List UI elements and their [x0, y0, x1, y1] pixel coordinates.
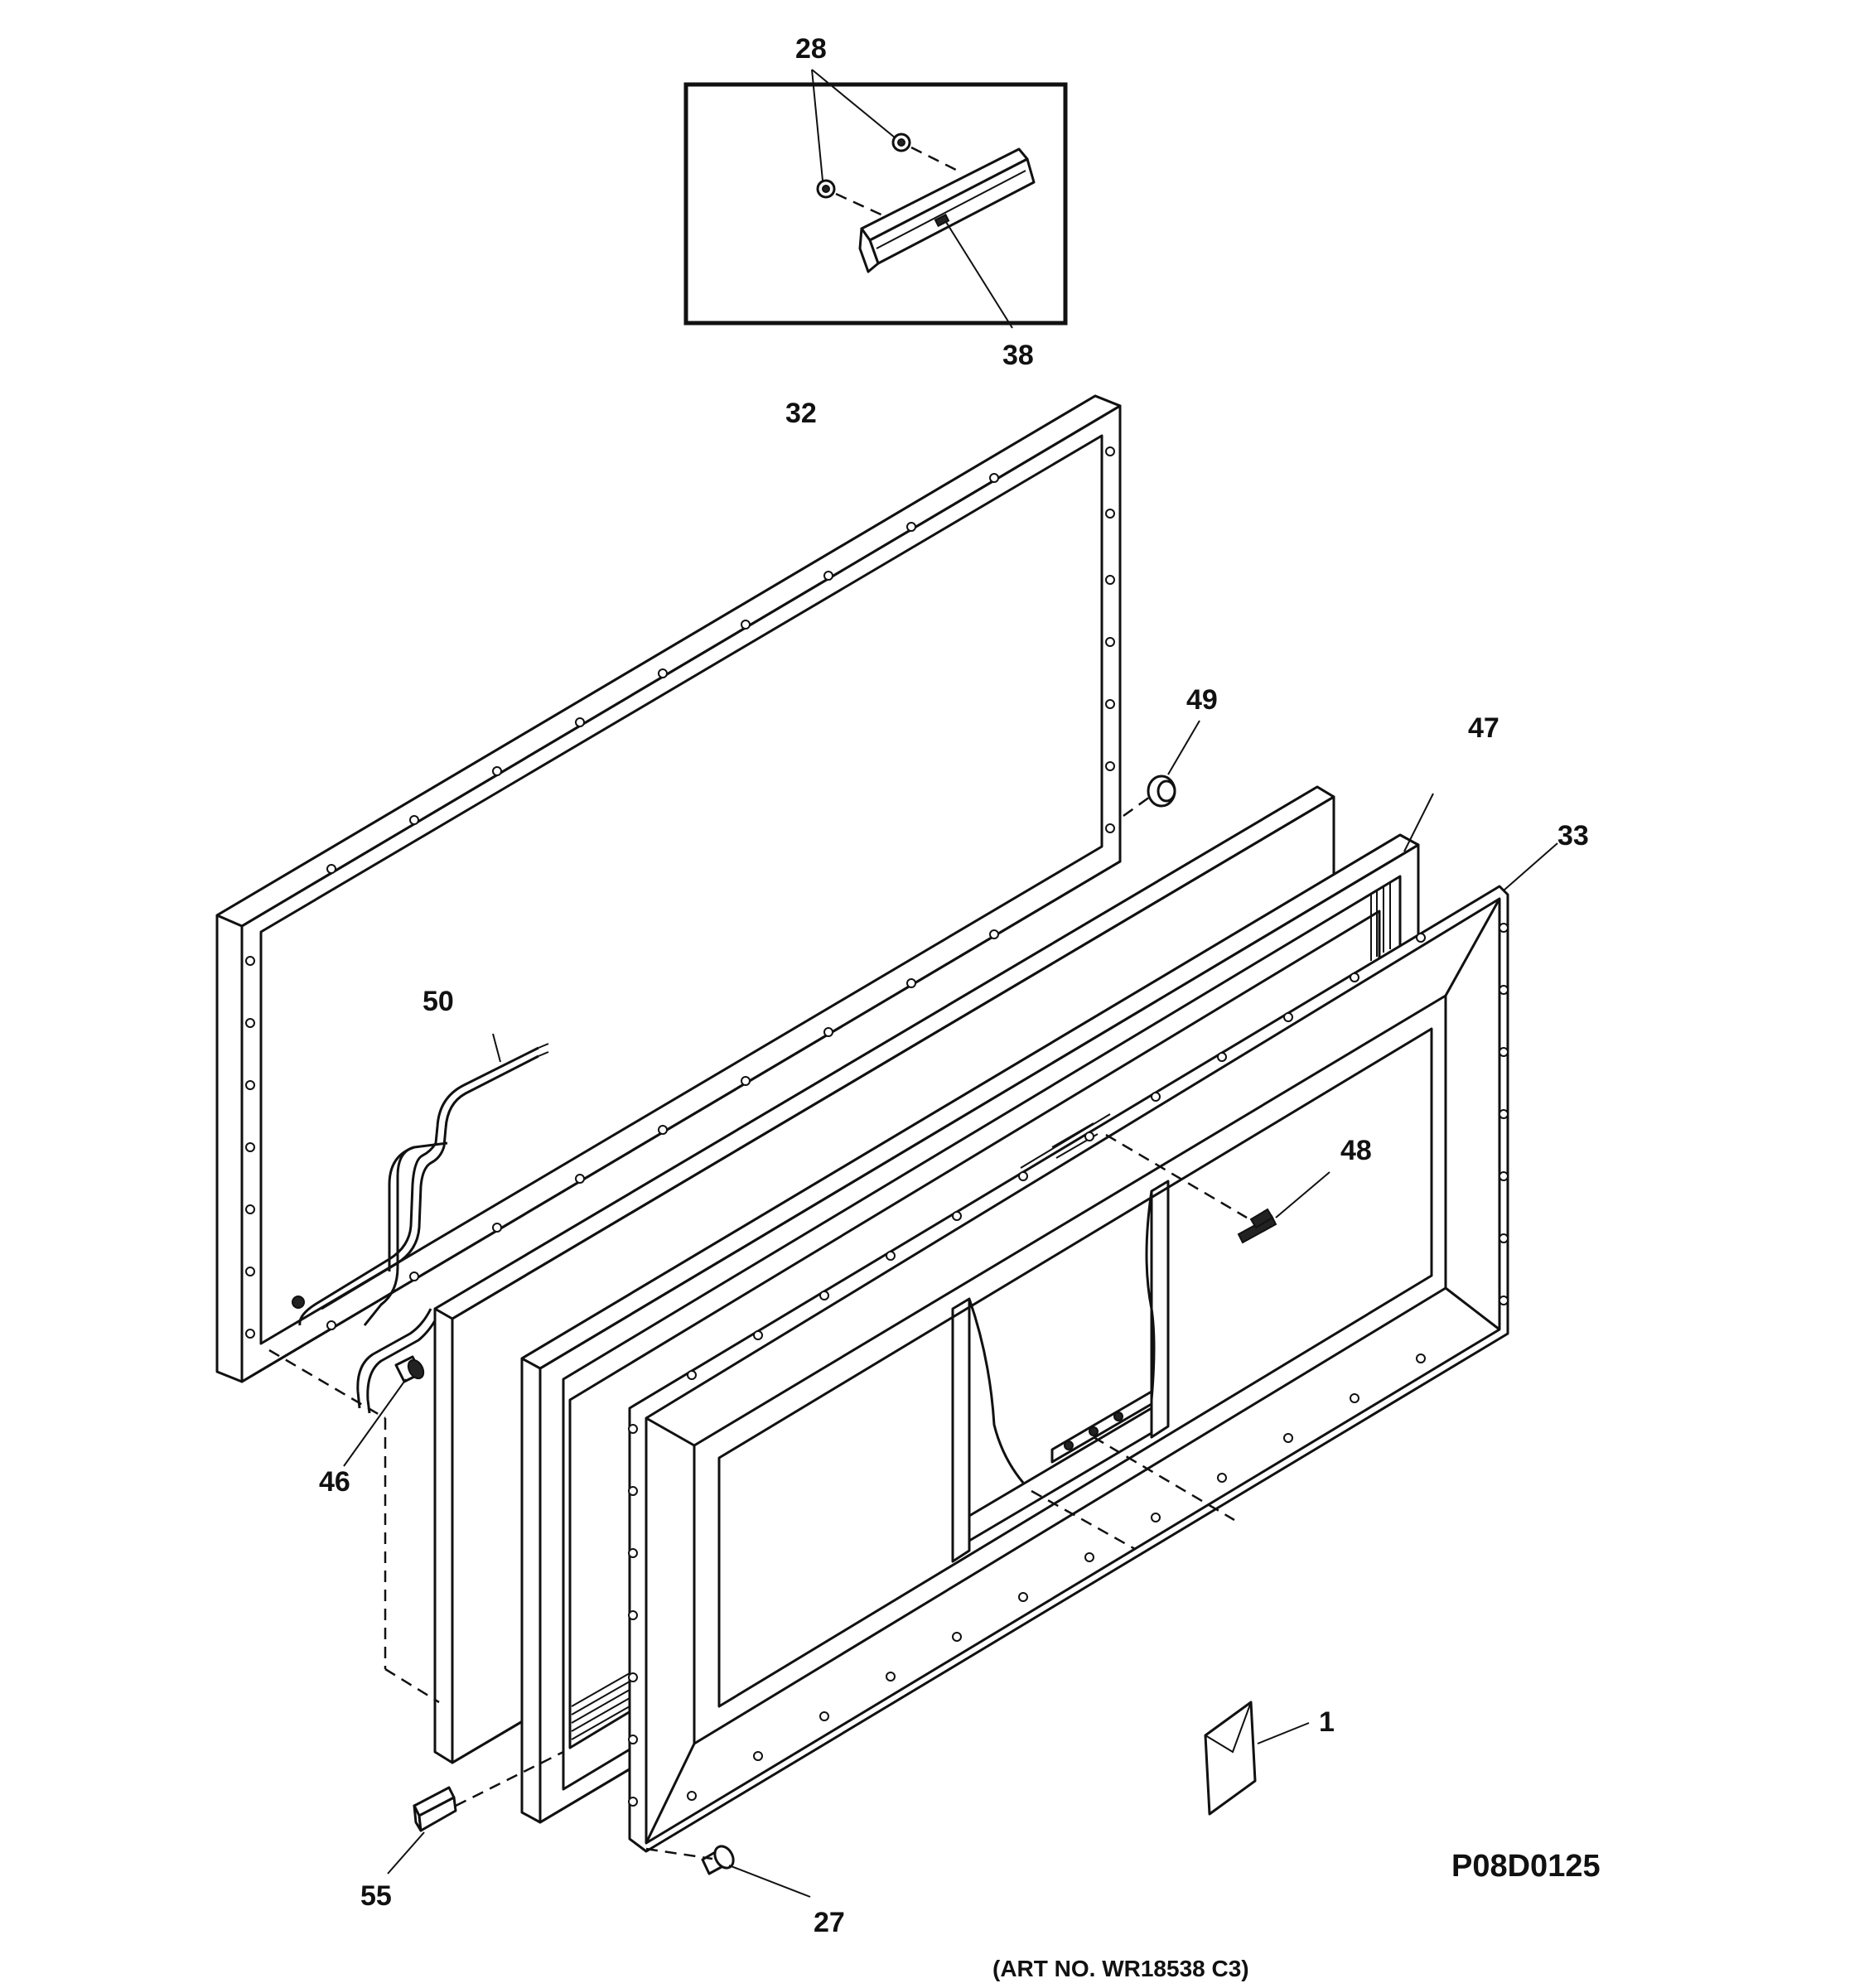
part-38-handle [858, 147, 1036, 273]
callout-labels: 28 38 32 49 47 33 50 48 46 1 55 27 [319, 33, 1589, 1938]
handle-inset [683, 69, 1068, 329]
part-48-clip [1105, 1133, 1330, 1244]
assembly-dashed-lines [268, 1349, 1235, 1860]
callout-1: 1 [1319, 1706, 1335, 1738]
callout-27: 27 [814, 1907, 845, 1938]
part-50-wire [292, 1033, 549, 1414]
callout-28: 28 [795, 33, 827, 65]
part-28-nuts [816, 133, 911, 199]
part-1-manual [1204, 1701, 1310, 1816]
inset-frame [683, 82, 1068, 326]
art-code: P08D0125 [1451, 1849, 1601, 1884]
callout-47: 47 [1468, 712, 1499, 744]
panel-32-holes [245, 446, 1115, 1339]
part-49-plug [1123, 720, 1200, 818]
callout-49: 49 [1186, 684, 1218, 716]
part-55-bracket [387, 1750, 564, 1875]
part-33-door-liner [628, 842, 1558, 1853]
callout-55: 55 [360, 1880, 392, 1912]
callout-33: 33 [1557, 820, 1589, 852]
part-27-screw [701, 1845, 811, 1898]
part-32-panel [215, 394, 1122, 1383]
callout-32: 32 [785, 398, 817, 429]
liner-33-holes [628, 923, 1509, 1807]
part-46-screw [343, 1355, 425, 1467]
art-number: (ART NO. WR18538 C3) [992, 1956, 1249, 1981]
callout-50: 50 [423, 986, 454, 1017]
callout-38: 38 [1002, 340, 1034, 371]
callout-48: 48 [1340, 1135, 1372, 1166]
callout-46: 46 [319, 1466, 350, 1498]
